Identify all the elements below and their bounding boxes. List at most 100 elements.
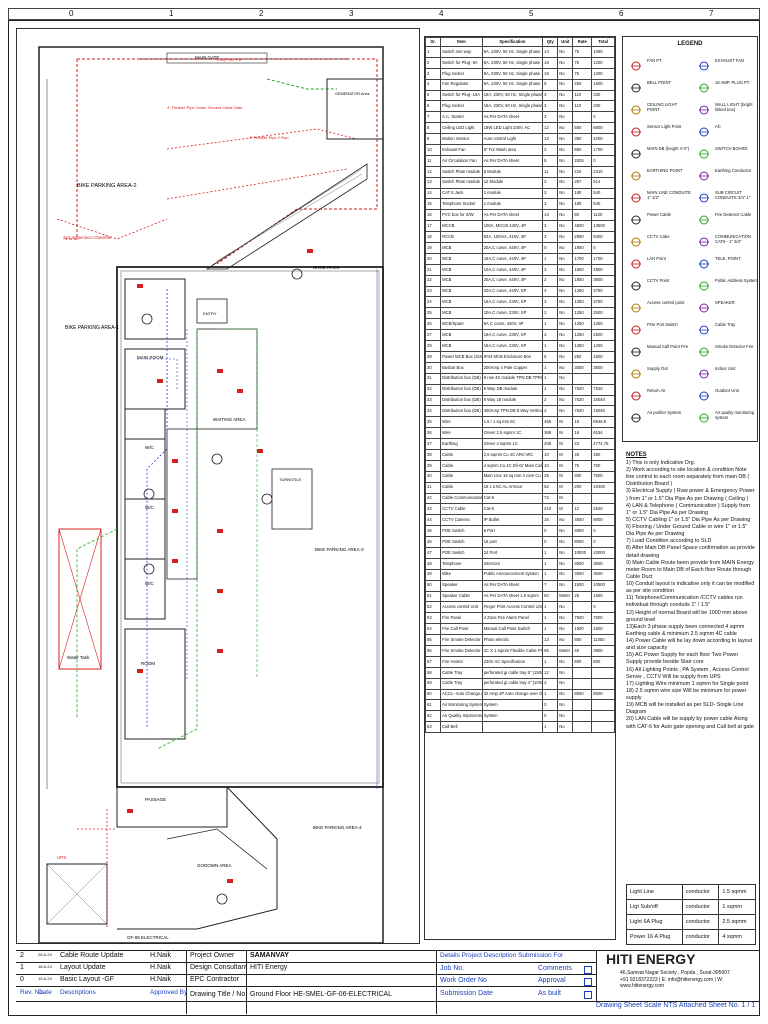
- note-item: 18) 2.5 sqmm wire size Will be minimum f…: [626, 687, 747, 702]
- table-cell: [591, 677, 615, 690]
- table-cell: Fire Panel: [440, 612, 483, 625]
- legend-label: EARTHING POINT: [647, 168, 683, 173]
- passage-label: PASSAGE: [145, 797, 166, 802]
- table-cell: 15: [425, 198, 442, 211]
- table-cell: 24 Port: [481, 546, 544, 559]
- legend-label: Sensor Light Point: [647, 124, 682, 129]
- table-cell: 16: [542, 514, 559, 527]
- table-cell: 368: [542, 427, 559, 440]
- legend-item: Indoor Unit: [691, 359, 759, 389]
- table-cell: No: [557, 361, 574, 374]
- legend-label: FAN PT.: [647, 58, 663, 63]
- table-cell: 7: [542, 579, 559, 592]
- table-cell: 2: [542, 307, 559, 320]
- table-cell: No: [557, 710, 574, 723]
- table-cell: 46: [425, 536, 442, 548]
- as-built-label: As built: [538, 990, 561, 997]
- revision-cell: 1: [20, 964, 24, 971]
- approval-checkbox[interactable]: [584, 978, 592, 986]
- table-cell: [591, 666, 615, 679]
- legend-item: CEILING LIGHT POINT: [623, 95, 691, 125]
- table-cell: 180: [572, 198, 593, 211]
- table-cell: No: [557, 329, 574, 342]
- table-cell: M: [557, 438, 574, 450]
- cable-tray-icon: [697, 323, 711, 335]
- table-cell: 28: [425, 340, 442, 352]
- table-cell: No: [557, 514, 574, 527]
- legend-label: SPEAKER: [715, 300, 735, 305]
- table-cell: 1250: [572, 318, 593, 331]
- table-cell: 1700: [591, 252, 615, 265]
- legend-item: Supply Out: [623, 359, 691, 389]
- note-item: 10) Conduit layout is indicative only it…: [626, 581, 755, 595]
- table-cell: A.C. Starter: [440, 111, 483, 124]
- table-cell: M: [557, 416, 574, 429]
- conductor-cell: 1.5 sqmm: [718, 884, 756, 900]
- plug-icon: [697, 81, 711, 93]
- table-cell: 1: [542, 361, 559, 374]
- table-cell: 4500: [572, 220, 593, 233]
- table-cell: 50: [425, 579, 442, 592]
- submission-date-label: Submission Date: [440, 990, 493, 997]
- as-built-checkbox[interactable]: [584, 991, 592, 999]
- lan-icon: [629, 257, 643, 269]
- table-cell: 3: [542, 198, 559, 211]
- note-item: 19) MCB will be installed as per SLD- Si…: [626, 702, 744, 716]
- table-cell: Fan Regulator: [440, 78, 483, 91]
- table-cell: [572, 721, 593, 734]
- main-line-icon: [629, 191, 643, 203]
- comments-checkbox[interactable]: [584, 966, 592, 974]
- table-cell: No: [557, 525, 574, 538]
- conductor-cell: Light 6A Plug: [626, 914, 683, 930]
- table-cell: Mike: [440, 568, 483, 581]
- table-cell: 41: [425, 481, 442, 494]
- legend-label: EXHAUST FAN: [715, 58, 745, 63]
- table-cell: 13: [425, 176, 442, 189]
- table-cell: Distribution box (DB): [440, 383, 483, 396]
- table-cell: 1250: [572, 285, 593, 298]
- table-cell: 1050: [591, 46, 615, 58]
- table-cell: 11: [425, 154, 442, 167]
- comments-label: Comments: [538, 965, 572, 972]
- table-cell: [572, 666, 593, 679]
- table-cell: 12: [542, 122, 559, 135]
- table-cell: 23: [572, 438, 593, 450]
- table-cell: 250: [572, 350, 593, 363]
- table-cell: No: [557, 655, 574, 668]
- note-item: 8) After Main DB Panel Space confirmatio…: [626, 545, 755, 559]
- table-header-cell: Unit: [557, 37, 574, 47]
- table-cell: No: [557, 579, 574, 592]
- legend-item: SWITCH BOARD: [691, 139, 759, 169]
- table-cell: Green 4 sqmm 1C: [481, 438, 544, 450]
- ups-label: UPS: [57, 855, 66, 860]
- table-cell: 600: [572, 655, 593, 668]
- table-cell: 7: [425, 111, 442, 124]
- table-cell: 12: [542, 133, 559, 146]
- wall-light-icon: [697, 103, 711, 115]
- table-cell: Switch one way: [440, 46, 483, 58]
- table-cell: 49: [425, 568, 442, 581]
- table-cell: 8500: [591, 688, 615, 701]
- table-cell: 250: [572, 78, 593, 91]
- table-cell: 10A,C curve, 440V, 4P: [481, 263, 544, 276]
- electrical-title-label: GF-06 ELECTRICAL: [127, 935, 169, 940]
- outdoor-unit-icon: [697, 389, 711, 401]
- table-cell: 20A,C curve, 440V, 4P: [481, 242, 544, 254]
- table-cell: Public Announcement system: [481, 568, 544, 581]
- table-cell: [591, 710, 615, 723]
- cctv-icon: [629, 279, 643, 291]
- conductor-cell: 1 sqmm: [718, 899, 756, 915]
- brand-name: HITI ENERGY: [606, 951, 696, 967]
- table-cell: Cable Tray: [440, 666, 483, 679]
- table-cell: 0: [542, 525, 559, 538]
- table-cell: Fire Hooter: [440, 655, 483, 668]
- table-cell: 10500: [591, 579, 615, 592]
- table-cell: 3: [542, 187, 559, 200]
